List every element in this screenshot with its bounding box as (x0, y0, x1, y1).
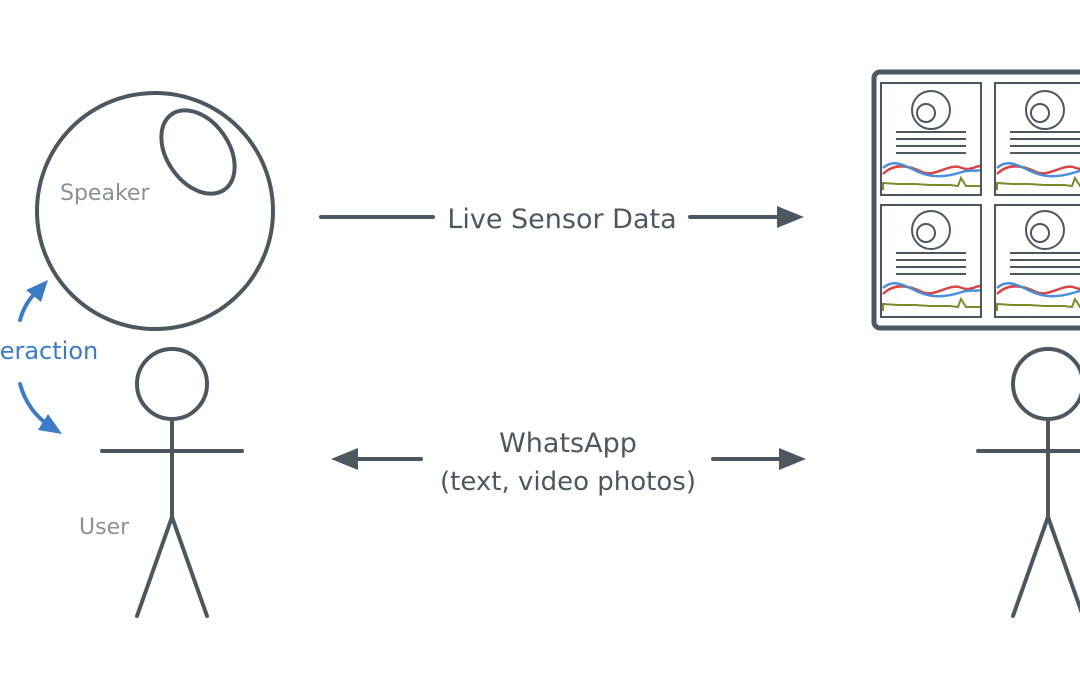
remote-left-leg (1011, 515, 1050, 618)
panel-avatar-icon (1025, 90, 1065, 130)
panel-avatar-icon (911, 90, 951, 130)
dashboard-panel (880, 82, 982, 196)
panel-chart-line-blue (882, 282, 981, 298)
remote-right-leg (1046, 515, 1080, 614)
remote-figure (976, 347, 1080, 618)
dashboard-panel (994, 204, 1080, 318)
interaction-arrow-up-head (26, 280, 48, 302)
live-sensor-label: Live Sensor Data (447, 204, 676, 235)
panel-chart-line-olive (996, 296, 1080, 311)
panel-chart-line-olive (882, 296, 980, 311)
speaker-cone (159, 108, 237, 196)
user-figure: User (79, 347, 244, 618)
dashboard-monitor (871, 69, 1080, 331)
whatsapp-title: WhatsApp (499, 428, 637, 459)
whatsapp-arrowhead-left (331, 448, 358, 470)
speaker-label: Speaker (60, 181, 150, 206)
user-left-leg (135, 515, 174, 618)
whatsapp-subtitle: (text, video photos) (440, 467, 696, 497)
dashboard-panel (994, 82, 1080, 196)
whatsapp-arrowhead-right (779, 448, 806, 470)
panel-chart-line-red (882, 284, 981, 295)
live-sensor-arrowhead (777, 206, 804, 228)
panel-chart-line-red (996, 165, 1080, 175)
panel-chart-line-blue (882, 162, 981, 178)
panel-chart-line-blue (996, 162, 1080, 178)
panel-avatar-icon (911, 210, 951, 250)
user-label: User (79, 515, 130, 540)
interaction-label: Interaction (0, 337, 98, 365)
panel-chart-line-olive (882, 175, 980, 190)
user-right-leg (170, 515, 209, 618)
panel-chart-line-olive (996, 175, 1080, 190)
panel-chart-line-red (882, 164, 981, 175)
interaction-cycle: Interaction (0, 280, 98, 434)
interaction-arrow-down-head (38, 414, 62, 434)
live-sensor-arrow: Live Sensor Data (319, 204, 804, 235)
speaker-body (35, 91, 275, 331)
dashboard-panel (880, 204, 982, 318)
speaker: Speaker (35, 91, 275, 331)
panel-chart-line-red (996, 285, 1080, 295)
whatsapp-arrow: WhatsApp (text, video photos) (331, 428, 806, 497)
panel-chart-line-blue (996, 282, 1080, 298)
user-head (135, 347, 209, 421)
panel-avatar-icon (1025, 210, 1065, 250)
remote-head (1011, 347, 1080, 421)
